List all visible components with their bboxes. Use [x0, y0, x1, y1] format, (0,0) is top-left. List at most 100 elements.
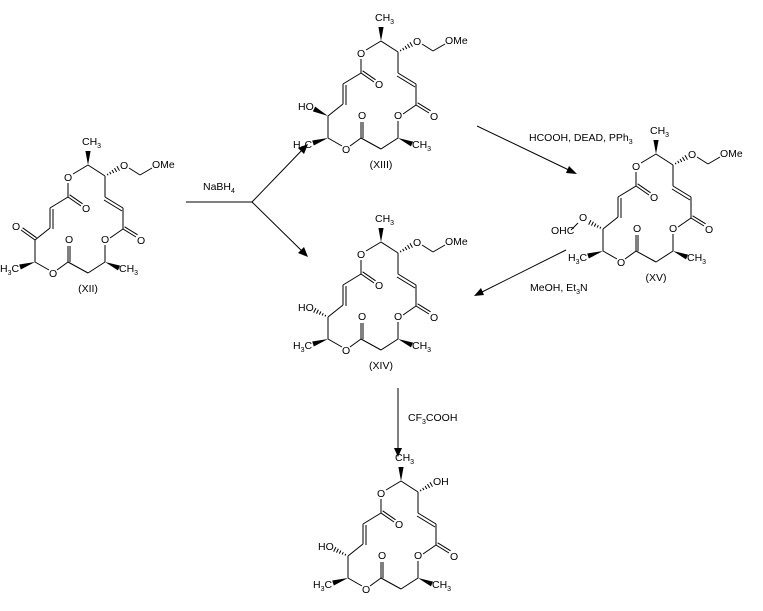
wedge-bond: [673, 251, 689, 260]
bond: [380, 241, 399, 254]
carbonyl-bond: [635, 185, 650, 196]
arrow-to-xv: [476, 125, 574, 173]
hash-stroke: [399, 49, 402, 52]
carbonyl-bond: [415, 305, 430, 315]
bond: [432, 43, 446, 52]
carbonyl-oxygen: O: [450, 551, 458, 563]
wedge-bond: [587, 251, 603, 259]
alkene-bond: [104, 196, 124, 209]
hash-stroke: [409, 41, 413, 47]
methyl-label: H3C: [313, 579, 333, 593]
hydroxyl-label: HO: [298, 101, 314, 113]
wedge-bond: [312, 106, 328, 116]
hash-stroke: [316, 309, 319, 314]
bond: [72, 164, 89, 175]
carbonyl-oxygen: O: [395, 519, 403, 531]
bond: [49, 196, 69, 209]
hash-stroke: [407, 244, 411, 250]
carbonyl-oxygen: O: [358, 311, 366, 323]
alkene-bond: [671, 188, 691, 201]
bond: [422, 544, 437, 555]
arrowhead-to-xiii: [298, 144, 308, 154]
hash-stroke: [427, 483, 431, 489]
compound-label: (XIII): [370, 159, 393, 171]
carbonyl-bond: [417, 102, 431, 112]
methyl-label: CH3: [375, 12, 394, 26]
carbonyl-oxygen: O: [378, 550, 386, 562]
hydroxyl-label: HO: [318, 541, 334, 553]
hash-bond: [419, 481, 433, 492]
wedge-bond: [398, 339, 414, 348]
carbonyl-bond: [437, 542, 451, 552]
hydroxyl-label: HO: [298, 302, 314, 314]
methyl-label: CH3: [375, 213, 394, 227]
hash-stroke: [318, 311, 322, 315]
alkene-bond: [396, 276, 416, 289]
arrowhead-to-xv: [566, 166, 577, 174]
carbonyl-bond: [362, 70, 376, 81]
reaction-arrows: [186, 125, 577, 457]
carbonyl-bond: [690, 217, 705, 227]
compound-label: (XIV): [369, 360, 393, 372]
hash-stroke: [419, 489, 422, 492]
bond: [655, 250, 674, 263]
hash-bond: [588, 219, 602, 229]
arrowhead-to-xiv-2: [474, 288, 484, 296]
methoxy-label: OMe: [152, 159, 175, 171]
bond: [349, 338, 362, 348]
methyl-label: CH3: [82, 136, 101, 150]
bond: [347, 543, 364, 557]
hash-stroke: [321, 312, 324, 316]
methyl-label: CH3: [687, 252, 706, 266]
ring-oxygen: O: [632, 161, 640, 173]
hash-stroke: [338, 550, 342, 554]
bond: [380, 338, 399, 351]
hash-stroke: [599, 226, 602, 229]
carbonyl-oxygen: O: [82, 203, 90, 215]
hash-stroke: [111, 169, 115, 174]
ring-oxygen: O: [49, 268, 57, 280]
bond: [602, 216, 619, 230]
bond: [385, 480, 402, 491]
carbonyl-oxygen: O: [430, 312, 438, 324]
bond: [362, 512, 382, 525]
ring-oxygen: O: [669, 223, 677, 235]
reagent-labels: NaBH4 HCOOH, DEAD, PPh3 MeOH, Et3N CF3CO…: [203, 132, 633, 426]
hash-stroke: [106, 173, 109, 176]
bond: [67, 261, 89, 274]
carbonyl-bond: [20, 229, 36, 241]
methyl-label: CH3: [412, 340, 431, 354]
alkene-bond: [672, 185, 692, 198]
ether-oxygen: O: [413, 237, 421, 249]
bond: [707, 156, 721, 165]
hash-stroke: [404, 246, 408, 251]
ring-oxygen: O: [342, 144, 350, 156]
hash-stroke: [109, 171, 112, 175]
bond: [380, 137, 399, 150]
wedge-bond: [378, 27, 384, 41]
hash-stroke: [402, 248, 405, 252]
bond: [327, 103, 344, 117]
hash-stroke: [684, 154, 688, 160]
alkene-bond: [397, 273, 417, 286]
arrowhead-to-final: [394, 448, 402, 457]
wedge-bond: [398, 138, 414, 147]
ring-oxygen: O: [377, 488, 385, 500]
methyl-label: CH3: [412, 139, 431, 153]
wedge-bond: [85, 151, 91, 165]
ring-oxygen: O: [357, 249, 365, 261]
bond: [87, 164, 106, 177]
bond: [365, 241, 382, 252]
bond: [400, 577, 419, 590]
ring-oxygen: O: [617, 257, 625, 269]
alkene-bond: [417, 512, 437, 525]
wedge-bond: [332, 578, 348, 586]
bond: [635, 250, 657, 263]
hash-stroke: [344, 553, 347, 556]
bond: [380, 577, 402, 590]
bond: [56, 261, 69, 271]
bond: [347, 577, 363, 587]
